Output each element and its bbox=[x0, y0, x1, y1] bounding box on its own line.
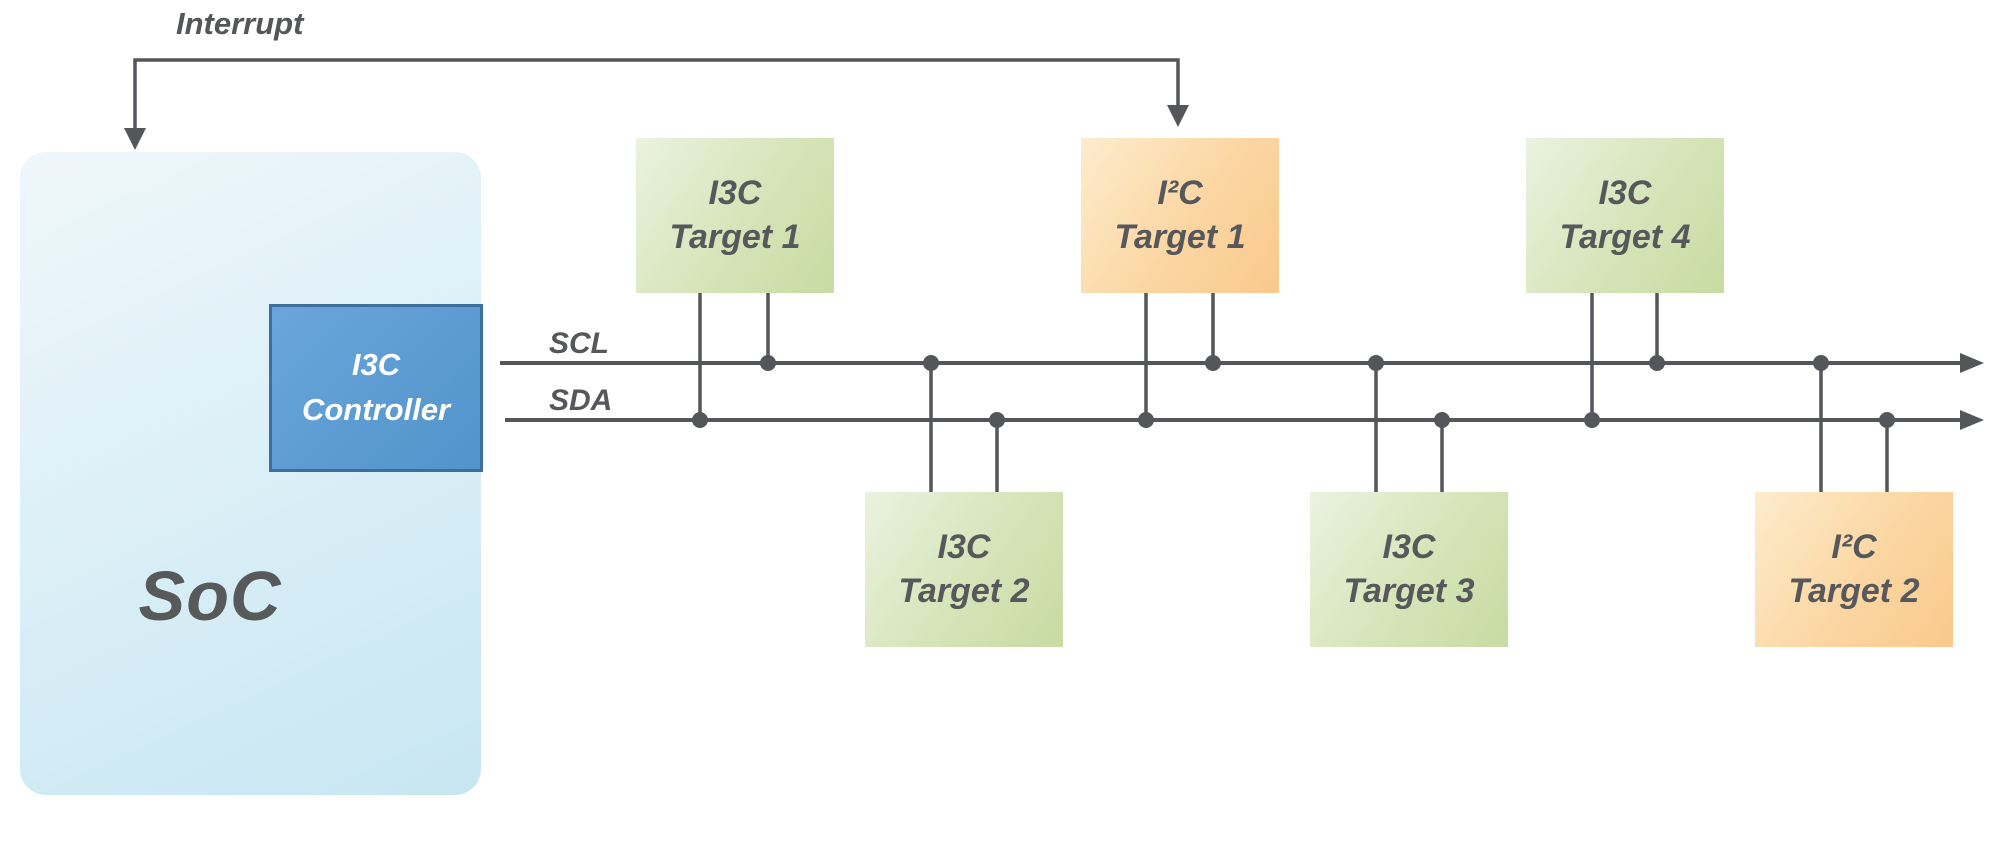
i2c-target-2-label-line2: Target 2 bbox=[1788, 571, 1920, 610]
i2c-target-2-label-line1: I²C bbox=[1831, 527, 1877, 566]
scl-arrowhead bbox=[1960, 353, 1984, 373]
interrupt-arrowhead-i2c-target-1 bbox=[1167, 105, 1189, 127]
interrupt-line bbox=[133, 58, 1180, 128]
junction-dot-sda bbox=[1879, 412, 1895, 428]
i3c-target-3-label-line2: Target 3 bbox=[1343, 571, 1475, 610]
i3c-target-2-label-line2: Target 2 bbox=[898, 571, 1030, 610]
i2c-target-1-label-line1: I²C bbox=[1157, 173, 1203, 212]
junction-dot-sda bbox=[692, 412, 708, 428]
interrupt-label: Interrupt bbox=[176, 6, 304, 41]
i2c-target-1-box: I²C Target 1 bbox=[1081, 138, 1279, 293]
sda-bus-label: SDA bbox=[549, 384, 613, 417]
soc-label: SoC bbox=[138, 557, 282, 635]
junction-dot-scl bbox=[1368, 355, 1384, 371]
junction-dot-sda bbox=[1584, 412, 1600, 428]
junction-dot-sda bbox=[989, 412, 1005, 428]
junction-dot-sda bbox=[1138, 412, 1154, 428]
junction-dot-scl bbox=[1813, 355, 1829, 371]
i3c-target-3-box: I3C Target 3 bbox=[1310, 492, 1508, 647]
junction-dot-scl bbox=[923, 355, 939, 371]
i3c-target-1-label-line1: I3C bbox=[708, 173, 762, 212]
i3c-target-1-box: I3C Target 1 bbox=[636, 138, 834, 293]
i2c-target-2-box: I²C Target 2 bbox=[1755, 492, 1953, 647]
i3c-controller-label-line1: I3C bbox=[351, 347, 401, 383]
soc-box: SoC bbox=[20, 152, 481, 795]
i3c-target-2-label-line1: I3C bbox=[937, 527, 991, 566]
i3c-target-4-box: I3C Target 4 bbox=[1526, 138, 1724, 293]
i2c-target-1-label-line2: Target 1 bbox=[1114, 217, 1246, 256]
i3c-controller-label-line2: Controller bbox=[301, 392, 451, 427]
junction-dot-scl bbox=[760, 355, 776, 371]
scl-bus-label: SCL bbox=[549, 327, 609, 360]
i3c-controller-box: I3C Controller bbox=[269, 304, 483, 472]
sda-arrowhead bbox=[1960, 410, 1984, 430]
i3c-target-1-label-line2: Target 1 bbox=[669, 217, 801, 256]
i3c-target-2-box: I3C Target 2 bbox=[865, 492, 1063, 647]
junction-dot-scl bbox=[1205, 355, 1221, 371]
i3c-target-4-label-line1: I3C bbox=[1598, 173, 1652, 212]
junction-dot-scl bbox=[1649, 355, 1665, 371]
i3c-target-3-label-line1: I3C bbox=[1382, 527, 1436, 566]
interrupt-arrowhead-soc bbox=[124, 128, 146, 150]
junction-dot-sda bbox=[1434, 412, 1450, 428]
i3c-target-4-label-line2: Target 4 bbox=[1559, 217, 1691, 256]
